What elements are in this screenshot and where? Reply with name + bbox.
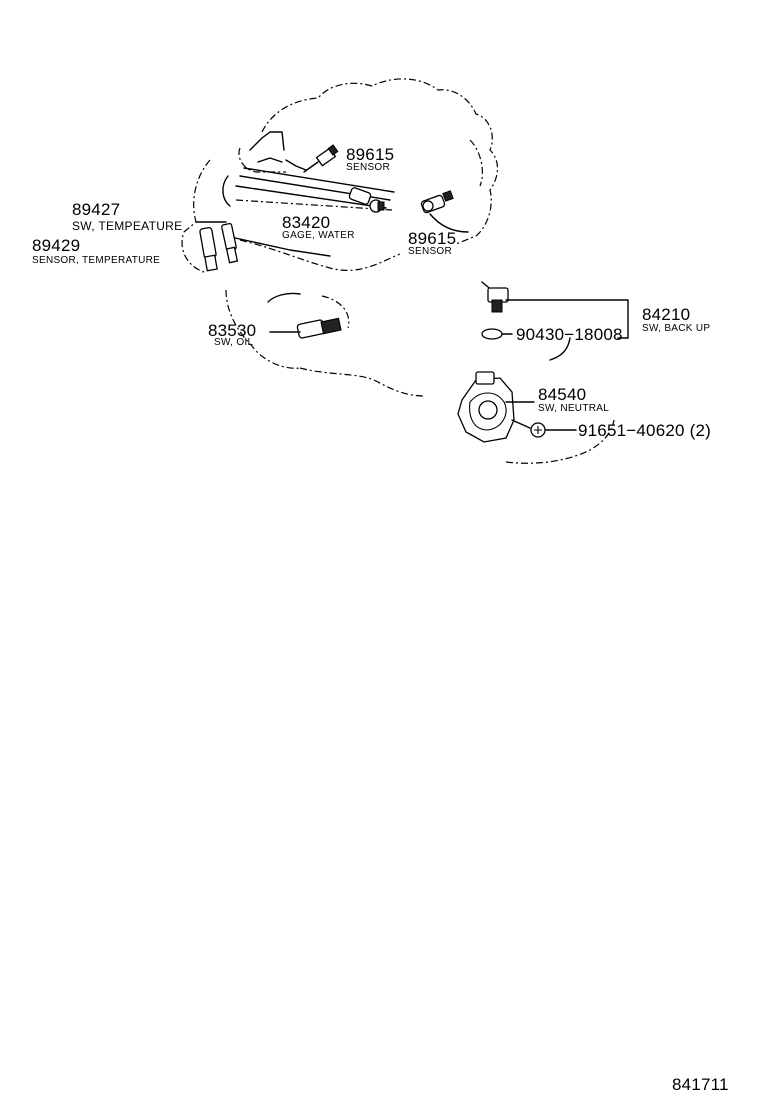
part-desc-89427: SW, TEMPEATURE bbox=[72, 219, 183, 233]
part-number-89615-upper[interactable]: 89615 bbox=[346, 145, 395, 164]
part-number-84540[interactable]: 84540 bbox=[538, 385, 587, 404]
sensor-89615-upper-shape bbox=[303, 144, 339, 173]
part-number-84210[interactable]: 84210 bbox=[642, 305, 691, 324]
part-desc-84210: SW, BACK UP bbox=[642, 323, 711, 334]
part-number-89429[interactable]: 89429 bbox=[32, 236, 81, 255]
neutral-switch-84540-shape bbox=[457, 371, 577, 443]
part-number-89427[interactable]: 89427 bbox=[72, 200, 121, 219]
oil-switch-83530-shape bbox=[269, 317, 342, 339]
part-number-89615-lower[interactable]: 89615 bbox=[408, 229, 457, 248]
part-desc-84540: SW, NEUTRAL bbox=[538, 403, 610, 414]
part-desc-83420: GAGE, WATER bbox=[282, 230, 355, 241]
part-desc-89429: SENSOR, TEMPERATURE bbox=[32, 255, 161, 266]
temperature-sensors-shape bbox=[195, 221, 239, 272]
part-desc-89615-lower: SENSOR bbox=[408, 246, 453, 257]
part-desc-89615-upper: SENSOR bbox=[346, 162, 391, 173]
part-desc-83530: SW, OIL bbox=[214, 337, 254, 348]
engine-outline bbox=[181, 78, 615, 464]
part-number-90430[interactable]: 90430−18008 bbox=[516, 325, 623, 344]
diagram-id: 841711 bbox=[672, 1075, 729, 1094]
part-number-83530[interactable]: 83530 bbox=[208, 321, 257, 340]
sensor-89615-lower-shape bbox=[420, 190, 454, 214]
gage-water-83420-shape bbox=[348, 187, 385, 213]
part-number-91651[interactable]: 91651−40620 (2) bbox=[578, 421, 711, 440]
backup-switch-84210-shape bbox=[481, 281, 629, 361]
part-number-83420[interactable]: 83420 bbox=[282, 213, 331, 232]
